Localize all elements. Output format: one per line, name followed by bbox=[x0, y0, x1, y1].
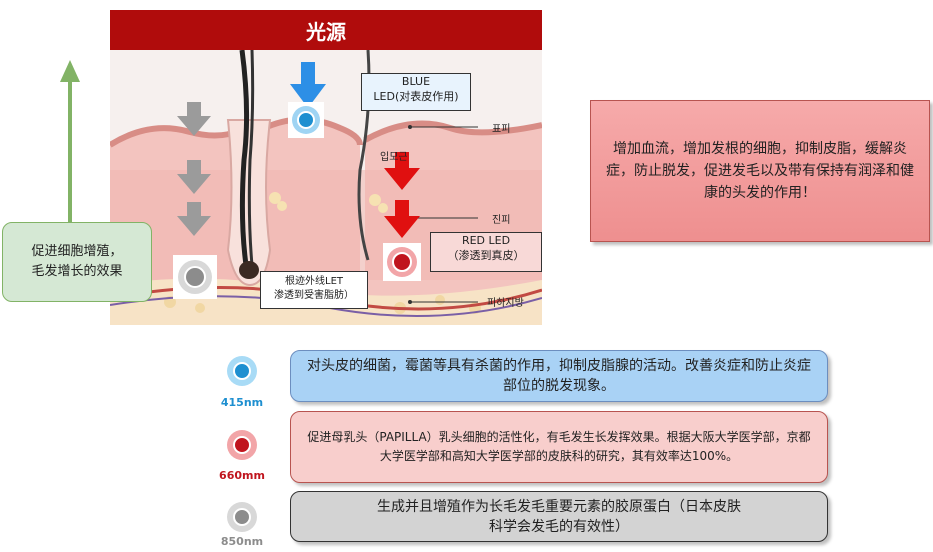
red-arrow-group bbox=[384, 152, 420, 238]
wavelength-415-box: 对头皮的细菌，霉菌等具有杀菌的作用，抑制皮脂腺的活动。改善炎症和防止炎症部位的脱… bbox=[290, 350, 828, 402]
wavelength-850-box: 生成并且增殖作为长毛发毛重要元素的胶原蛋白（日本皮肤科学会发毛的有效性） bbox=[290, 491, 828, 542]
layer-label-subcutis: 피하지방 bbox=[487, 298, 524, 309]
wavelength-415-text: 对头皮的细菌，霉菌等具有杀菌的作用，抑制皮脂腺的活动。改善炎症和防止炎症部位的脱… bbox=[307, 358, 811, 394]
up-arrow-green bbox=[60, 60, 80, 223]
red-led-label-line2: （渗透到真皮） bbox=[447, 249, 525, 262]
left-callout-line2: 毛发增长的效果 bbox=[31, 264, 123, 279]
blue-led-emitter bbox=[288, 102, 324, 138]
right-callout: 增加血流，增加发根的细胞，抑制皮脂，缓解炎症，防止脱发，促进发毛以及带有保持有润… bbox=[590, 100, 930, 242]
blue-arrow bbox=[290, 62, 326, 108]
gray-led-emitter bbox=[173, 255, 217, 299]
wavelength-660-label: 660mm bbox=[219, 469, 265, 482]
red-led-label-line1: RED LED bbox=[461, 234, 511, 247]
skin-diagram: 光源 bbox=[110, 10, 542, 325]
blue-led-label: BLUE LED(对表皮作用) bbox=[361, 73, 471, 111]
red-led-label: RED LED （渗透到真皮） bbox=[430, 232, 542, 272]
wavelength-850-text: 生成并且增殖作为长毛发毛重要元素的胶原蛋白（日本皮肤科学会发毛的有效性） bbox=[377, 498, 741, 535]
wavelength-415-label: 415nm bbox=[220, 396, 264, 409]
blue-led-label-line1: BLUE bbox=[401, 75, 431, 88]
ir-led-label-line2: 渗透到受害脂肪） bbox=[274, 290, 354, 301]
layer-label-follicle: 입모근 bbox=[380, 152, 408, 163]
ir-led-label-line1: 根迹外线LET bbox=[285, 276, 343, 287]
left-callout-line1: 促进细胞增殖， bbox=[31, 244, 123, 259]
gray-arrow-group bbox=[177, 102, 211, 236]
left-callout: 促进细胞增殖， 毛发增长的效果 bbox=[2, 222, 152, 302]
red-led-emitter bbox=[383, 243, 421, 281]
wavelength-415-emitter bbox=[227, 356, 257, 386]
wavelength-850-label: 850nm bbox=[220, 535, 264, 548]
wavelength-660-box: 促进母乳头（PAPILLA）乳头细胞的活性化，有毛发生长发挥效果。根据大阪大学医… bbox=[290, 411, 828, 483]
wavelength-660-emitter bbox=[227, 430, 257, 460]
right-callout-text: 增加血流，增加发根的细胞，抑制皮脂，缓解炎症，防止脱发，促进发毛以及带有保持有润… bbox=[606, 141, 914, 201]
layer-label-dermis: 진피 bbox=[492, 215, 511, 226]
blue-led-label-line2: LED(对表皮作用) bbox=[373, 90, 459, 103]
wavelength-660-text: 促进母乳头（PAPILLA）乳头细胞的活性化，有毛发生长发挥效果。根据大阪大学医… bbox=[307, 430, 811, 463]
wavelength-850-emitter bbox=[227, 502, 257, 532]
layer-label-epidermis: 표피 bbox=[492, 124, 511, 135]
diagram-title: 光源 bbox=[110, 10, 542, 50]
ir-led-label: 根迹外线LET 渗透到受害脂肪） bbox=[260, 271, 368, 309]
